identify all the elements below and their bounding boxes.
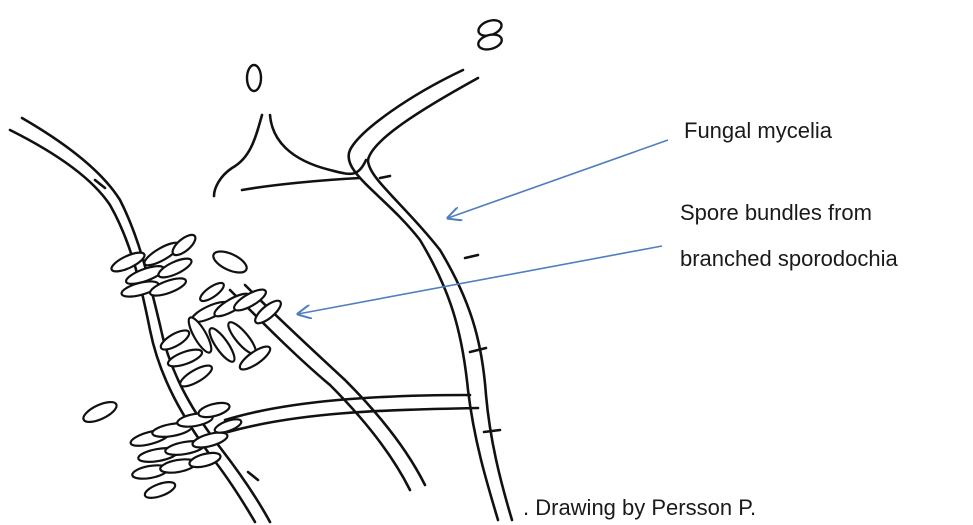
spore-bundles xyxy=(81,231,284,501)
terminal-conidia xyxy=(247,17,504,91)
drawing-credit: . Drawing by Persson P. xyxy=(523,497,756,519)
label-spore-bundles-line1: Spore bundles from xyxy=(680,202,872,224)
label-fungal-mycelia: Fungal mycelia xyxy=(684,120,832,142)
pointer-arrows xyxy=(298,140,668,314)
arrow-fungal-mycelia xyxy=(448,140,668,218)
arrow-spore-bundles xyxy=(298,246,662,314)
label-spore-bundles-line2: branched sporodochia xyxy=(680,248,898,270)
